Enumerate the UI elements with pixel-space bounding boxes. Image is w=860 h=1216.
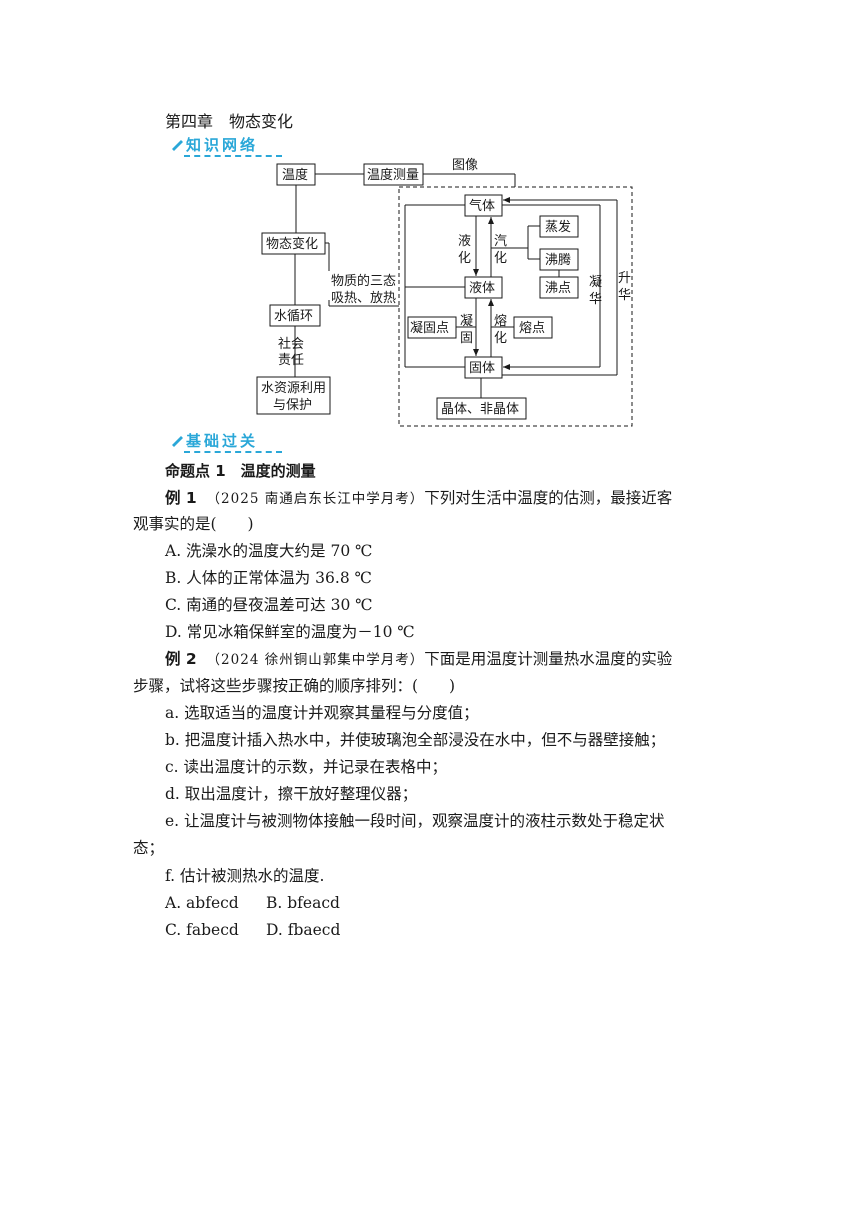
example1-label: 例 1: [165, 489, 197, 507]
example2-option-a: A. abfecd: [165, 894, 239, 912]
example1-line1: 例 1 （2025 南通启东长江中学月考）下列对生活中温度的估测，最接近客: [165, 488, 672, 509]
label-feidian: 沸点: [545, 281, 571, 296]
example2-stem: 下面是用温度计测量热水温度的实验: [424, 650, 673, 668]
label-hua5: 华: [618, 288, 631, 303]
label-shuiziyuan-2: 与保护: [273, 398, 312, 413]
label-shuiziyuan-1: 水资源利用: [261, 381, 326, 396]
example2-label: 例 2: [165, 650, 197, 668]
example2-source: （2024 徐州铜山郭集中学月考）: [206, 652, 425, 668]
pen-icon: [172, 140, 183, 151]
example2-step-a: a. 选取适当的温度计并观察其量程与分度值；: [165, 704, 479, 722]
section-banner-knowledge-network: 知识网络: [170, 134, 282, 157]
label-yeti: 液体: [469, 281, 495, 296]
dashed-frame: [398, 186, 633, 427]
example2-step-d: d. 取出温度计，擦干放好整理仪器；: [165, 785, 418, 803]
example2-stem-line2: 步骤，试将这些步骤按正确的顺序排列：( ): [133, 677, 456, 695]
label-guti: 固体: [469, 361, 495, 376]
banner-underline: [184, 451, 282, 453]
label-wutai-bianhua: 物态变化: [266, 236, 318, 252]
label-qi: 汽: [494, 234, 507, 249]
label-hua: 化: [458, 251, 471, 266]
label-gu: 固: [460, 331, 473, 346]
label-hua3: 化: [494, 331, 507, 346]
label-hua2: 化: [494, 251, 507, 266]
example2-line1: 例 2 （2024 徐州铜山郭集中学月考）下面是用温度计测量热水温度的实验: [165, 649, 672, 670]
label-jingti: 晶体、非晶体: [441, 402, 519, 417]
example2-option-c: C. fabecd: [165, 921, 239, 939]
example2-step-f: f. 估计被测热水的温度.: [165, 867, 325, 885]
label-zhengfa: 蒸发: [545, 219, 571, 235]
label-shehui: 社会: [278, 336, 304, 352]
section-banner-basic-pass: 基础过关: [170, 430, 282, 453]
example1-source: （2025 南通启东长江中学月考）: [206, 491, 425, 507]
knowledge-network-diagram: 温度 温度测量 图像 物态变化 物质的三态 吸热、放热 水循环 社会 责任 水资…: [256, 158, 633, 427]
section-label: 基础过关: [186, 432, 259, 450]
example2-step-e-cont: 态；: [133, 839, 165, 857]
label-ning2: 凝: [589, 274, 602, 290]
example2-option-d: D. fbaecd: [266, 921, 341, 939]
banner-underline: [184, 155, 282, 157]
label-wendu: 温度: [282, 167, 308, 183]
label-ye: 液: [458, 234, 471, 249]
label-zeren: 责任: [278, 353, 304, 368]
label-sheng: 升: [618, 271, 631, 286]
label-heat: 吸热、放热: [331, 291, 396, 306]
example1-stem-line2: 观事实的是( ): [133, 515, 254, 533]
label-hua4: 华: [589, 292, 602, 307]
label-feiteng: 沸腾: [545, 252, 571, 268]
section-label: 知识网络: [186, 136, 259, 154]
label-qiti: 气体: [469, 198, 495, 214]
example1-option-d: D. 常见冰箱保鲜室的温度为－10 ℃: [165, 623, 415, 641]
label-three-states: 物质的三态: [331, 273, 396, 289]
label-ninggudian: 凝固点: [410, 320, 449, 336]
example1-stem: 下列对生活中温度的估测，最接近客: [424, 489, 673, 507]
example1-option-b: B. 人体的正常体温为 36.8 ℃: [165, 569, 372, 587]
topic-heading: 命题点 1 温度的测量: [165, 462, 316, 480]
example2-option-b: B. bfeacd: [266, 894, 340, 912]
chapter-title: 第四章 物态变化: [165, 112, 294, 131]
example2-step-b: b. 把温度计插入热水中，并使玻璃泡全部浸没在水中，但不与器壁接触；: [165, 731, 666, 749]
label-shui-xunhuan: 水循环: [274, 309, 313, 324]
box-shuiziyuan: [256, 376, 331, 415]
example1-option-a: A. 洗澡水的温度大约是 70 ℃: [165, 542, 373, 560]
label-tuxiang: 图像: [452, 158, 478, 173]
label-rongdian: 熔点: [519, 321, 545, 336]
example1-option-c: C. 南通的昼夜温差可达 30 ℃: [165, 596, 373, 614]
label-rong: 熔: [494, 314, 507, 329]
pen-icon: [172, 436, 183, 447]
example2-step-c: c. 读出温度计的示数，并记录在表格中；: [165, 758, 448, 776]
example2-step-e: e. 让温度计与被测物体接触一段时间，观察温度计的液柱示数处于稳定状: [165, 812, 665, 830]
label-wendu-celiang: 温度测量: [367, 167, 419, 183]
label-ning: 凝: [460, 313, 473, 329]
